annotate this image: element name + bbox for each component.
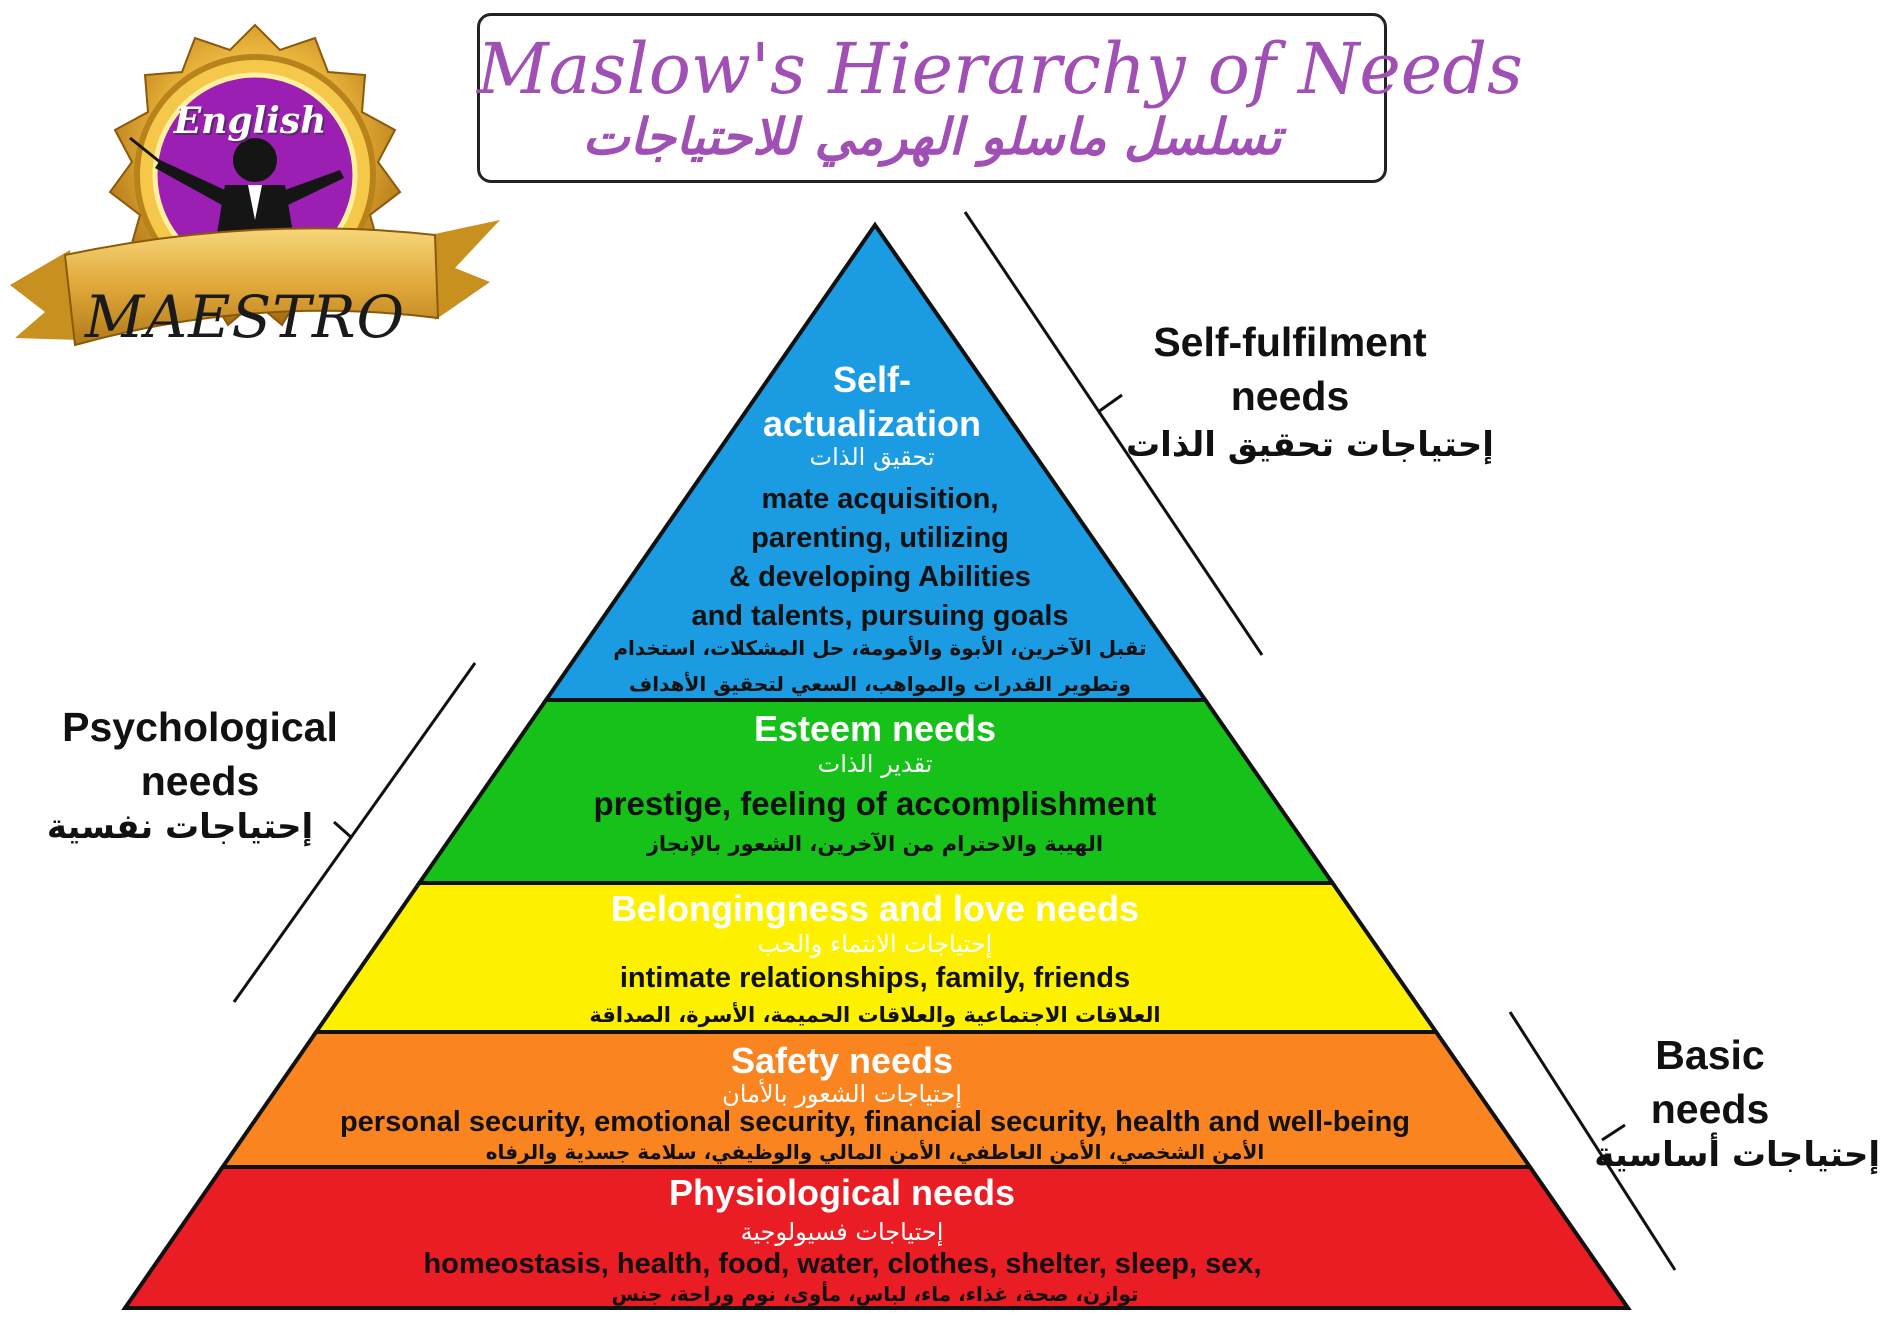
maestro-logo <box>10 23 500 347</box>
side-label-line: needs <box>1650 1086 1770 1132</box>
level-arabic-title-physiological: إحتياجات فسيولوجية <box>740 1218 944 1246</box>
logo-english-text: English <box>173 100 327 142</box>
level-description-line: and talents, pursuing goals <box>691 600 1069 632</box>
level-description-line: & developing Abilities <box>729 561 1031 593</box>
side-label-self-fulfilment: Self-fulfilment needs <box>1080 315 1500 423</box>
logo-maestro-text: MAESTRO <box>84 283 406 351</box>
level-arabic-line: تقبل الآخرين، الأبوة والأمومة، حل المشكل… <box>613 636 1147 660</box>
level-title-esteem: Esteem needs <box>753 708 997 749</box>
level-title-safety: Safety needs <box>730 1040 954 1081</box>
title-arabic: تسلسل ماسلو الهرمي للاحتياجات <box>582 108 1282 166</box>
ribbon-icon <box>10 220 500 347</box>
level-arabic-esteem: الهيبة والاحترام من الآخرين، الشعور بالإ… <box>646 832 1104 856</box>
level-description-line: parenting, utilizing <box>751 522 1009 554</box>
level-title-self-actualization: Self- actualization <box>722 358 1022 446</box>
side-label-basic: Basic needs <box>1585 1028 1835 1136</box>
level-description-self-actualization: mate acquisition, parenting, utilizing &… <box>630 480 1130 636</box>
level-arabic-safety: الأمن الشخصي، الأمن العاطفي، الأمن المال… <box>485 1140 1265 1164</box>
side-label-line: Basic <box>1655 1032 1765 1078</box>
level-description-belongingness: intimate relationships, family, friends <box>619 962 1131 994</box>
side-label-line: needs <box>1230 373 1350 419</box>
title-box <box>477 13 1387 183</box>
level-arabic-title-belongingness: إحتياجات الانتماء والحب <box>757 930 993 958</box>
level-arabic-title-esteem: تقدير الذات <box>817 750 933 778</box>
level-arabic-belongingness: العلاقات الاجتماعية والعلاقات الحميمة، ا… <box>589 1003 1161 1027</box>
bracket-psychological <box>232 662 477 1003</box>
bracket-self-fulfilment <box>963 211 1264 656</box>
level-title-belongingness: Belongingness and love needs <box>610 888 1140 929</box>
level-arabic-title-safety: إحتياجات الشعور بالأمان <box>722 1080 962 1108</box>
level-title-line: Self- <box>832 359 911 400</box>
side-label-line: Self-fulfilment <box>1153 319 1427 365</box>
level-description-physiological: homeostasis, health, food, water, clothe… <box>423 1248 1262 1280</box>
side-label-line: Psychological <box>62 704 338 750</box>
level-title-physiological: Physiological needs <box>668 1172 1016 1213</box>
side-label-self-fulfilment-arabic: إحتياجات تحقيق الذات <box>1126 425 1494 465</box>
level-arabic-self-actualization: تقبل الآخرين، الأبوة والأمومة، حل المشكل… <box>600 630 1160 702</box>
side-label-psychological-arabic: إحتياجات نفسية <box>46 807 314 847</box>
title-english: Maslow's Hierarchy of Needs <box>477 28 1523 110</box>
bracket-basic <box>1508 1011 1677 1271</box>
level-arabic-title-self-actualization: تحقيق الذات <box>809 443 935 471</box>
level-arabic-physiological: توازن، صحة، غذاء، ماء، لباس، مأوى، نوم و… <box>611 1282 1139 1306</box>
level-band-physiological <box>121 1165 1632 1310</box>
side-label-psychological: Psychological needs <box>20 700 380 808</box>
level-arabic-line: وتطوير القدرات والمواهب، السعي لتحقيق ال… <box>629 672 1131 696</box>
side-label-basic-arabic: إحتياجات أساسية <box>1594 1135 1880 1175</box>
side-label-line: needs <box>140 758 260 804</box>
level-description-esteem: prestige, feeling of accomplishment <box>593 785 1157 822</box>
level-description-safety: personal security, emotional security, f… <box>339 1106 1411 1138</box>
level-description-line: mate acquisition, <box>761 483 999 515</box>
level-title-line: actualization <box>762 403 982 444</box>
